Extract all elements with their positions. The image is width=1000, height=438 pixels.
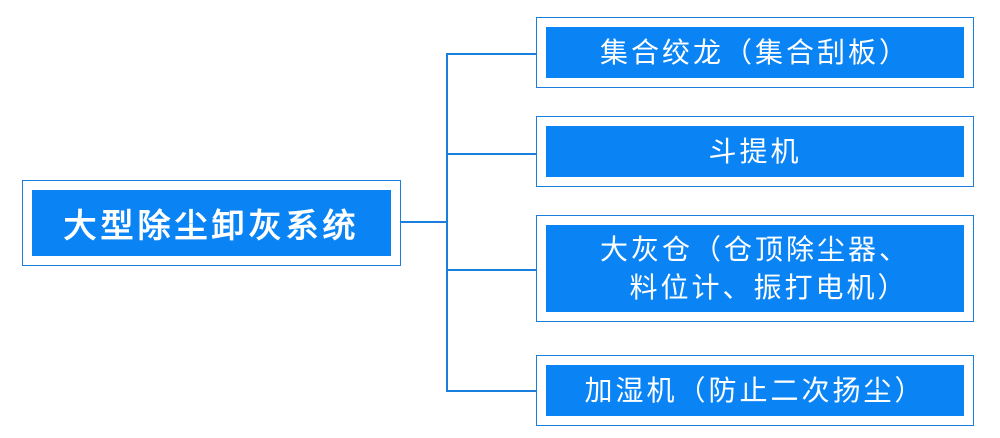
child-node-2-label: 斗提机 xyxy=(708,134,802,168)
connector-child-4 xyxy=(446,390,536,392)
root-node: 大型除尘卸灰系统 xyxy=(32,190,391,256)
connector-child-3 xyxy=(446,269,536,271)
child-node-1-label: 集合绞龙（集合刮板） xyxy=(599,35,910,69)
connector-trunk xyxy=(446,53,448,392)
child-node-4-label: 加湿机（防止二次扬尘） xyxy=(584,373,926,407)
connector-child-1 xyxy=(446,53,536,55)
child-node-2: 斗提机 xyxy=(546,126,964,177)
root-node-label: 大型除尘卸灰系统 xyxy=(63,206,360,245)
connector-child-2 xyxy=(446,153,536,155)
child-node-4: 加湿机（防止二次扬尘） xyxy=(546,365,964,416)
connector-root xyxy=(400,221,448,223)
child-node-1: 集合绞龙（集合刮板） xyxy=(546,27,964,78)
child-node-3-line-1: 大灰仓（仓顶除尘器、 xyxy=(599,232,910,266)
child-node-3-line-2: 料位计、振打电机） xyxy=(629,270,909,304)
child-node-3: 大灰仓（仓顶除尘器、 料位计、振打电机） xyxy=(546,225,964,312)
